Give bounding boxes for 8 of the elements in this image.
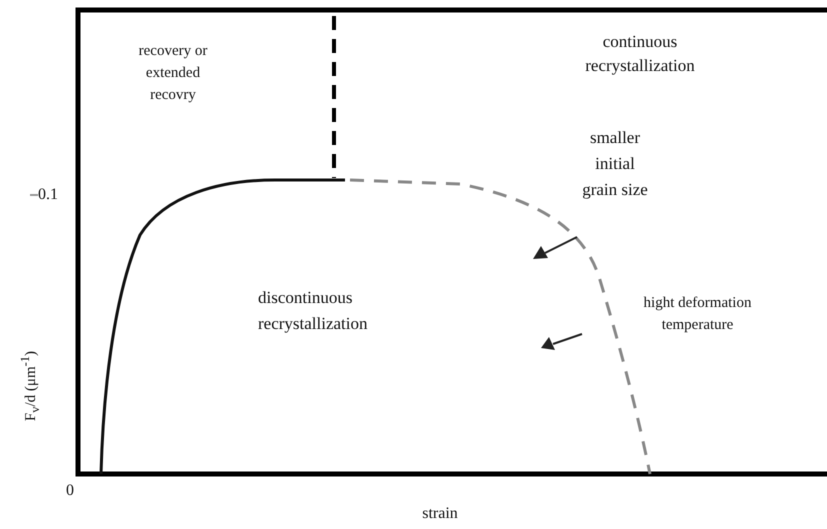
annotation-text: hight deformation temperature xyxy=(642,294,752,335)
region-label: discontinuous recrystallization xyxy=(258,287,369,335)
region-label: recovery or extended recovry xyxy=(138,42,208,105)
region-label: continuous recrystallization xyxy=(584,31,696,77)
tick-label: 0.1 xyxy=(38,185,59,205)
annotation-text: smaller initial grain size xyxy=(581,127,649,201)
tick-label: 0 xyxy=(66,481,75,501)
axis-title: strain xyxy=(421,504,459,524)
